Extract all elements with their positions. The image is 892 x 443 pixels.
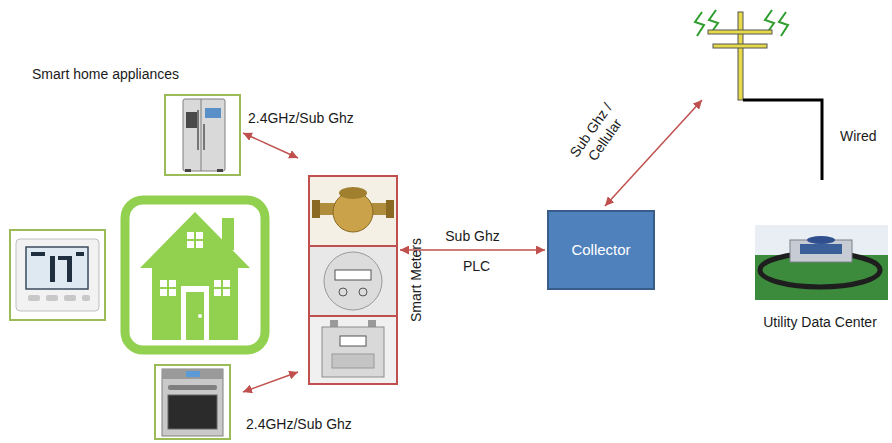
meter-pictures [324, 252, 382, 310]
frequency-label: 2.4GHz/Sub Ghz [248, 110, 354, 127]
wireless-arrow [243, 133, 298, 158]
meter-pictures [332, 354, 374, 368]
data-center-picture [807, 236, 835, 244]
oven-picture [162, 369, 223, 379]
wireless-arrow [243, 100, 702, 392]
meter-pictures [339, 187, 367, 199]
section-label: Smart home appliances [32, 66, 179, 83]
meter-pictures [359, 288, 367, 296]
meter-pictures [339, 288, 347, 296]
thermostat-picture [16, 239, 99, 311]
fridge-picture [205, 108, 221, 118]
node-label: Utility Data Center [763, 314, 877, 331]
house-icon [125, 200, 265, 350]
meter-pictures [310, 177, 396, 246]
meter-pictures [310, 247, 396, 315]
house-icon [187, 241, 194, 248]
data-center-box: Utility Data Center [752, 224, 888, 300]
house-icon [196, 232, 203, 239]
thermostat-picture [46, 295, 58, 301]
fridge-picture [203, 124, 205, 150]
fridge-picture [197, 110, 199, 150]
fridge-picture [185, 169, 191, 172]
oven-picture [186, 371, 200, 377]
thermostat-picture [26, 247, 88, 289]
house-icon [223, 289, 230, 296]
link-label: Sub Ghz [443, 228, 501, 245]
antenna-tower [738, 12, 743, 100]
meter-pictures [322, 327, 384, 377]
wired-line [743, 100, 822, 180]
fridge-picture [217, 169, 223, 172]
thermostat-picture [82, 295, 90, 301]
house-icon [214, 280, 221, 287]
thermostat-picture [10, 230, 105, 320]
meter-group-box: Smart Meters [308, 175, 398, 385]
fridge-picture [186, 112, 197, 128]
house-icon [152, 262, 238, 340]
thermostat-picture [58, 256, 72, 260]
thermostat-picture [28, 295, 40, 301]
meter-pictures [310, 317, 396, 383]
thermostat-picture [67, 260, 72, 282]
meter-pictures [312, 200, 320, 218]
thermostat-picture [31, 252, 45, 256]
meter-pictures [340, 336, 366, 346]
house-icon [140, 212, 250, 268]
house-icon [187, 232, 194, 239]
thermostat-picture [10, 230, 105, 320]
house-icon [214, 289, 221, 296]
link-label: Sub Ghz / Cellular [565, 98, 630, 171]
thermostat-picture [64, 295, 76, 301]
house-icon [223, 280, 230, 287]
node-label: Smart Meters [408, 238, 425, 322]
house-icon [125, 200, 265, 350]
collector-box: Collector [547, 210, 655, 290]
data-center-picture [800, 244, 842, 254]
fridge-picture [165, 95, 240, 175]
house-icon [169, 289, 176, 296]
thermostat-picture [76, 252, 84, 256]
wireless-arrow [243, 372, 298, 392]
protocol-label: PLC [463, 258, 490, 275]
data-center-picture [755, 225, 888, 300]
oven-picture [155, 365, 230, 439]
oven-picture [168, 385, 217, 390]
meter-pictures [386, 200, 394, 218]
house-icon [169, 280, 176, 287]
antenna-tower [695, 10, 788, 100]
antenna-tower [708, 30, 772, 34]
house-icon [181, 286, 209, 340]
link-label: Wired [840, 128, 877, 145]
antenna-tower [779, 12, 788, 36]
oven-picture [162, 369, 223, 436]
fridge-picture [201, 99, 202, 171]
oven-picture [168, 395, 217, 429]
wired-line [743, 100, 822, 180]
fridge-picture [165, 95, 240, 175]
meter-pictures [309, 245, 397, 247]
house-icon [222, 218, 234, 250]
house-icon [160, 280, 167, 287]
data-center-picture [755, 225, 888, 300]
antenna-tower [695, 12, 704, 36]
oven-picture [155, 365, 230, 439]
thermostat-picture [50, 256, 55, 282]
node-label: Collector [571, 241, 630, 259]
frequency-label: 2.4GHz/Sub Ghz [246, 416, 352, 433]
meter-pictures [309, 177, 397, 383]
fridge-picture [183, 99, 225, 171]
meter-pictures [335, 270, 371, 280]
house-icon [196, 241, 203, 248]
house-icon [198, 314, 202, 318]
meter-pictures [309, 315, 397, 317]
house-icon [186, 292, 204, 340]
house-icon [160, 289, 167, 296]
antenna-tower [713, 44, 767, 48]
